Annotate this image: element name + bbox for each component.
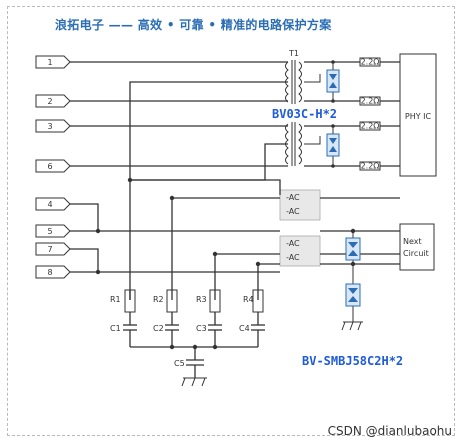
next-circuit-block: Next Circuit — [399, 223, 435, 271]
port-label: 1 — [47, 58, 52, 67]
transformer-label: T1 — [288, 49, 299, 58]
resistor-value: 2.2Ω — [361, 58, 380, 67]
resistor-label: R1 — [110, 295, 121, 304]
port-7: 7 — [35, 242, 71, 256]
capacitor-label: C5 — [174, 359, 185, 368]
port-label: 7 — [47, 245, 52, 254]
junction-dots — [95, 60, 356, 350]
tvs-upper-2 — [326, 126, 340, 166]
port-label: 5 — [47, 227, 52, 236]
port-8: 8 — [35, 265, 71, 279]
resistor-value: 2.2Ω — [361, 122, 380, 131]
signal-wires — [70, 61, 288, 300]
port-label: 8 — [47, 268, 52, 277]
series-resistor-3: 2.2Ω — [359, 121, 381, 131]
port-2: 2 — [35, 94, 71, 108]
ground-icon — [341, 321, 363, 331]
resistor-value: 2.2Ω — [361, 162, 380, 171]
series-resistor-1: 2.2Ω — [359, 57, 381, 67]
lower-signal-wires — [70, 179, 400, 300]
resistor-label: R4 — [243, 295, 254, 304]
next-circuit-label-1: Next — [403, 237, 422, 246]
choke-label: -AC — [286, 193, 300, 202]
resistor-value: 2.2Ω — [361, 97, 380, 106]
phy-ic-block: PHY IC — [399, 53, 437, 177]
port-label: 2 — [47, 97, 52, 106]
tvs-lower-2 — [345, 264, 361, 322]
port-5: 5 — [35, 224, 71, 238]
capacitor-label: C2 — [153, 324, 164, 333]
capacitor-label: C4 — [239, 324, 250, 333]
choke-label: -AC — [286, 239, 300, 248]
termination-r1-c1: R1 C1 — [110, 289, 137, 347]
tvs-lower-label: BV-SMBJ58C2H*2 — [302, 354, 403, 368]
port-label: 4 — [47, 200, 52, 209]
tvs-upper-label: BV03C-H*2 — [272, 107, 337, 121]
tvs-lower-1 — [345, 231, 361, 264]
port-3: 3 — [35, 119, 71, 133]
capacitor-label: C1 — [110, 324, 121, 333]
termination-r3-c3: R3 C3 — [196, 289, 222, 347]
phy-ic-label: PHY IC — [405, 112, 432, 121]
diagram-frame — [7, 6, 455, 436]
resistor-label: R2 — [153, 295, 164, 304]
tvs-upper-1 — [326, 62, 340, 101]
page-title: 浪拓电子 —— 高效 • 可靠 • 精准的电路保护方案 — [55, 18, 332, 32]
next-circuit-label-2: Circuit — [403, 249, 429, 258]
capacitor-label: C3 — [196, 324, 207, 333]
series-resistor-2: 2.2Ω — [359, 96, 381, 106]
common-mode-choke-upper: -AC -AC — [279, 189, 321, 221]
resistor-label: R3 — [196, 295, 207, 304]
transformer-t1: T1 — [285, 49, 302, 166]
choke-label: -AC — [286, 253, 300, 262]
ground-icon — [181, 377, 207, 387]
port-label: 3 — [47, 122, 52, 131]
port-1: 1 — [35, 55, 71, 69]
termination-r2-c2: R2 C2 — [153, 289, 179, 347]
port-6: 6 — [35, 159, 71, 173]
termination-r4-c4: R4 C4 — [239, 289, 265, 347]
common-capacitor-c5: C5 — [130, 346, 258, 378]
watermark: CSDN @dianlubaohu — [327, 424, 452, 438]
port-4: 4 — [35, 197, 71, 211]
port-label: 6 — [47, 162, 52, 171]
common-mode-choke-lower: -AC -AC — [279, 235, 321, 267]
series-resistor-4: 2.2Ω — [359, 161, 381, 171]
choke-label: -AC — [286, 207, 300, 216]
